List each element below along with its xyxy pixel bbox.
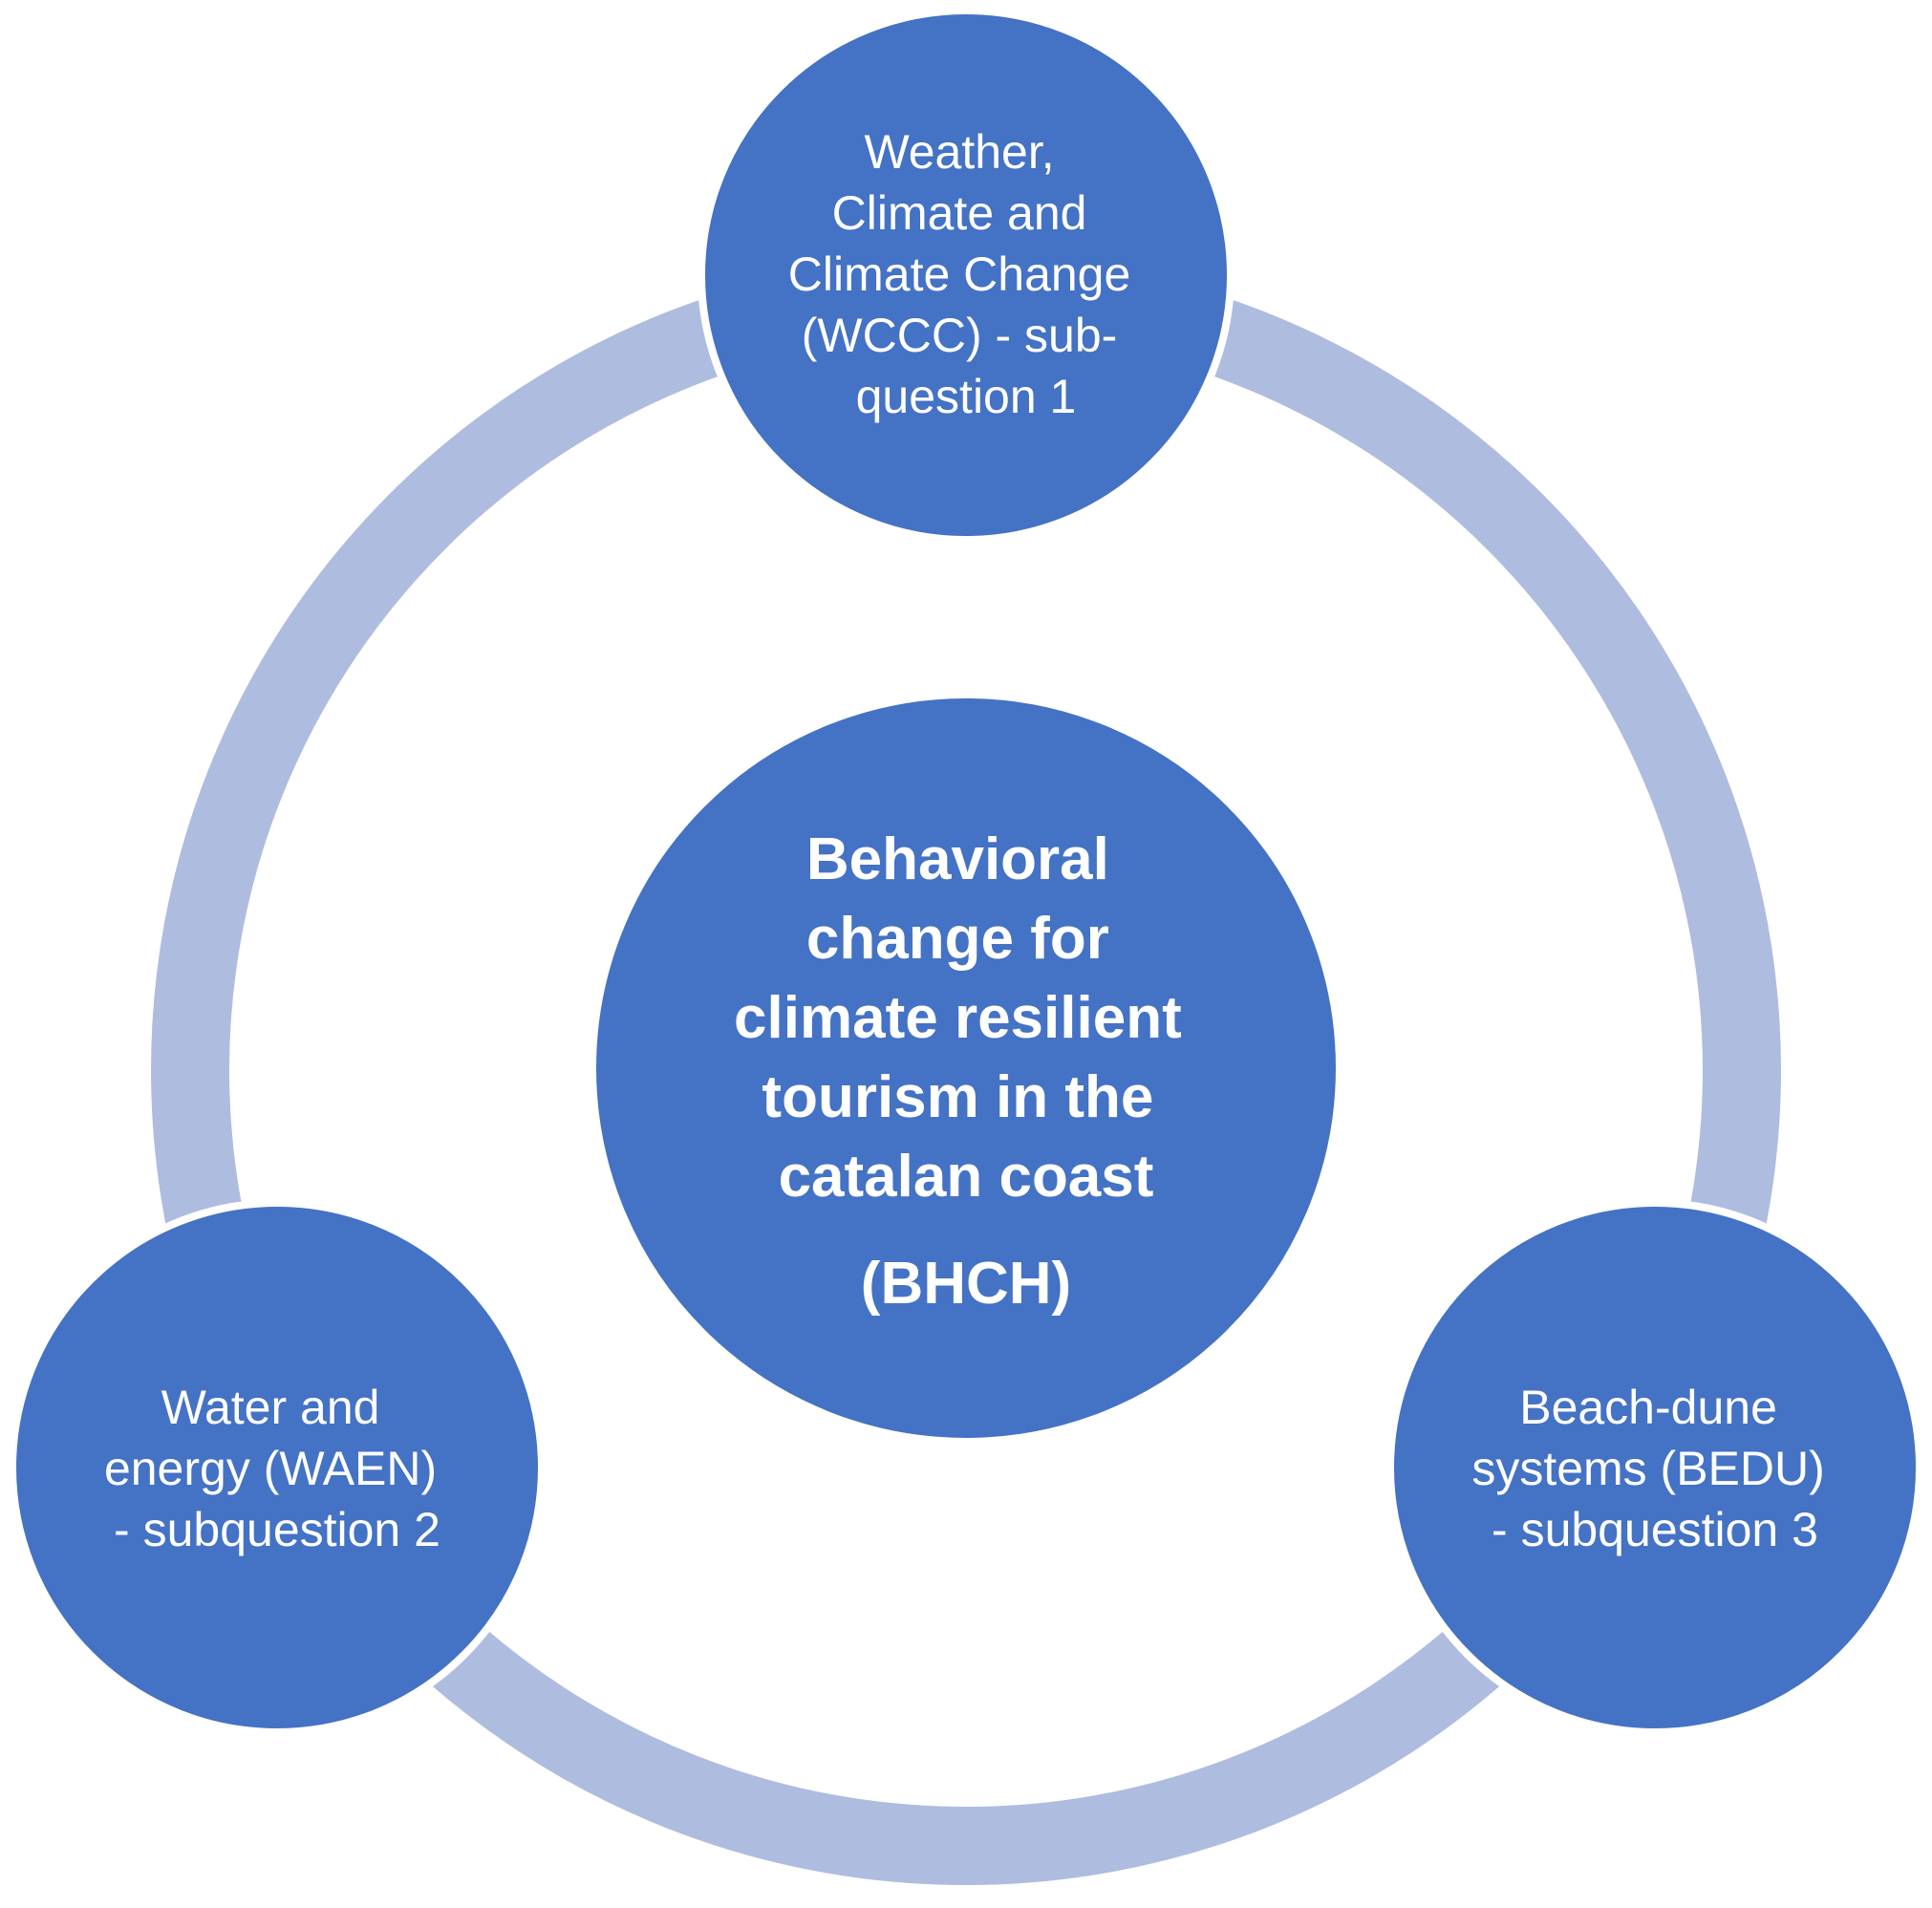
node-label-line: systems (BEDU) [1471,1442,1824,1495]
node-label-line: Water and [161,1381,380,1434]
center-node: Behavioral change for climate resilient … [590,693,1342,1444]
center-title-line: climate resilient [734,985,1182,1051]
node-label-line: - subquestion 2 [114,1503,440,1556]
node-label-line: Weather, [864,125,1054,179]
node-waen: Water and energy (WAEN) - subquestion 2 [9,1199,546,1736]
center-title-line: Behavioral [806,826,1109,892]
node-label-line: Climate Change [788,247,1131,301]
node-wccc-circle [698,7,1234,544]
node-label-line: Climate and [832,186,1087,240]
node-bedu: Beach-dune systems (BEDU) - subquestion … [1386,1199,1923,1736]
center-abbreviation: (BHCH) [861,1251,1071,1317]
node-waen-label: Water and energy (WAEN) - subquestion 2 [104,1381,450,1556]
node-label-line: (WCCC) - sub- [802,309,1118,362]
node-wccc-label: Weather, Climate and Climate Change (WCC… [788,125,1144,423]
center-title: Behavioral change for climate resilient … [734,826,1198,1210]
center-title-line: change for [806,906,1109,972]
node-wccc: Weather, Climate and Climate Change (WCC… [698,7,1234,544]
center-title-line: tourism in the [762,1064,1153,1130]
node-waen-circle [9,1199,546,1736]
node-label-line: energy (WAEN) [104,1442,437,1495]
center-circle [590,693,1342,1444]
node-bedu-circle [1386,1199,1923,1736]
center-title-line: catalan coast [779,1144,1154,1210]
node-label-line: Beach-dune [1519,1381,1777,1434]
node-bedu-label: Beach-dune systems (BEDU) - subquestion … [1471,1381,1837,1556]
node-label-line: - subquestion 3 [1492,1503,1818,1556]
node-label-line: question 1 [856,370,1077,423]
